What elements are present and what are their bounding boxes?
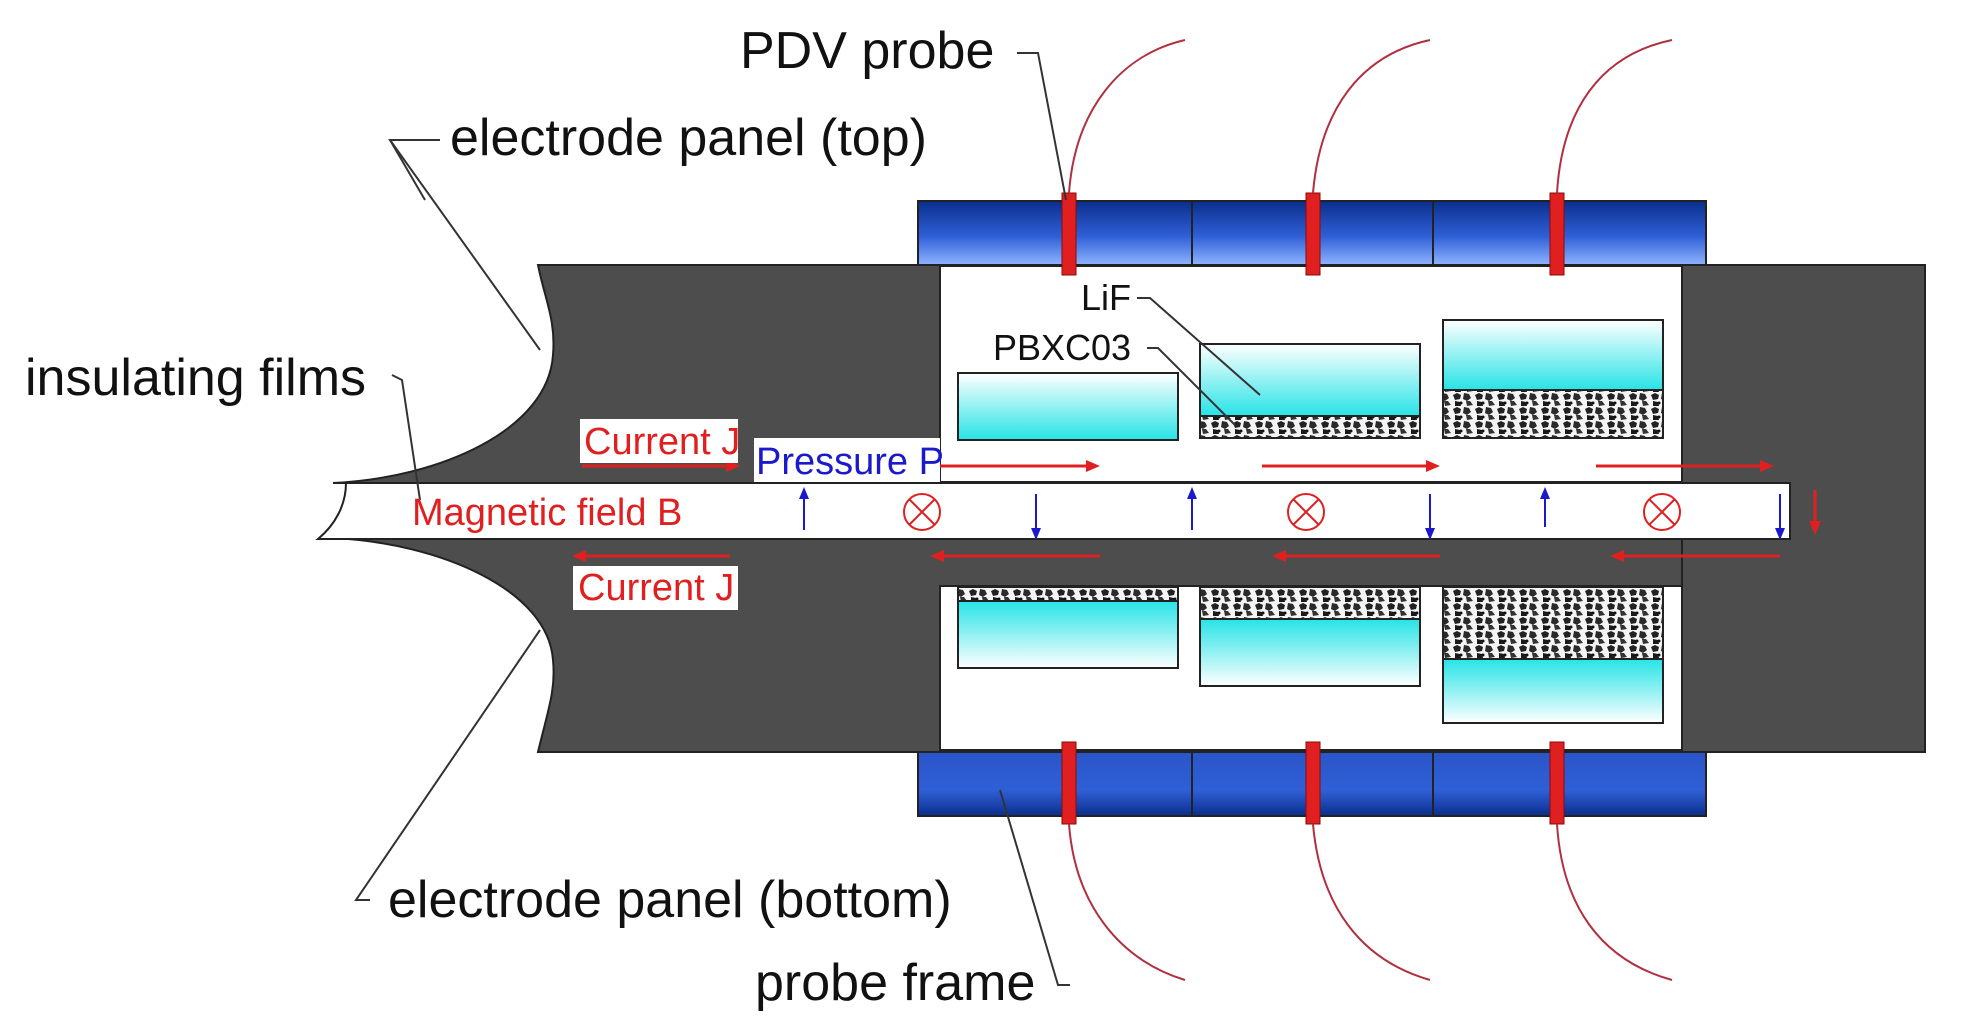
lower-samples <box>957 586 1664 724</box>
bottom-frame-block-3 <box>1432 751 1707 817</box>
lower-pbx-3 <box>1442 586 1664 660</box>
leader-lines <box>354 52 1261 986</box>
pressure-down-head-1 <box>1031 528 1041 540</box>
label-probe-frame: probe frame <box>755 954 1035 1012</box>
fiber-top-1 <box>1068 39 1186 194</box>
pressure-up-head-3 <box>1540 487 1550 499</box>
upper-pbx-2 <box>1199 415 1421 439</box>
optical-fibers <box>1068 39 1673 981</box>
lower-lif-1 <box>957 600 1179 669</box>
fiber-bottom-1 <box>1068 823 1186 981</box>
pdv-probe-top-3 <box>1549 192 1565 276</box>
leader-probe-frame <box>999 789 1070 986</box>
current-arrowhead-top-3 <box>1426 460 1440 472</box>
label-current-bottom: Current J <box>578 567 734 609</box>
upper-samples <box>957 319 1664 441</box>
pressure-up-head-1 <box>799 487 809 499</box>
fiber-top-3 <box>1556 39 1673 194</box>
label-pressure-bg <box>754 438 940 482</box>
magnetic-field-into-page-icon <box>1643 493 1681 531</box>
magnetic-field-symbols <box>903 493 1681 531</box>
top-frame-block-1 <box>917 200 1193 266</box>
pdv-probe-bottom-2 <box>1305 741 1321 825</box>
pdv-probe-bottom-1 <box>1061 741 1077 825</box>
lower-pbx-2 <box>1199 586 1421 620</box>
pressure-arrows <box>799 487 1785 540</box>
magnetic-field-into-page-icon <box>903 493 941 531</box>
label-magnetic-field: Magnetic field B <box>412 492 682 534</box>
pressure-down-head-3 <box>1775 528 1785 540</box>
current-arrowhead-top-4 <box>1760 460 1774 472</box>
fiber-bottom-3 <box>1556 823 1673 981</box>
pressure-down-head-2 <box>1425 528 1435 540</box>
insulating-film <box>315 482 1791 540</box>
upper-lif-3 <box>1442 319 1664 391</box>
leader-lif <box>1137 297 1261 396</box>
current-arrowhead-right-down <box>1809 521 1821 535</box>
leader-electrode-bottom <box>354 629 541 901</box>
pdv-probe-top-1 <box>1061 192 1077 276</box>
lower-lif-2 <box>1199 618 1421 687</box>
bottom-probe-frame <box>917 751 1707 817</box>
label-lif: LiF <box>1081 277 1131 318</box>
bottom-frame-block-1 <box>917 751 1193 817</box>
pdv-probe-bottom-3 <box>1549 741 1565 825</box>
leader-electrode-top <box>388 139 541 351</box>
label-current-bottom-bg <box>573 566 738 610</box>
label-current-top: Current J <box>584 421 740 463</box>
pressure-up-head-2 <box>1187 487 1197 499</box>
magnetic-field-into-page-icon <box>1287 493 1325 531</box>
current-arrowhead-top-2 <box>1086 460 1100 472</box>
lower-pbx-1 <box>957 586 1179 602</box>
label-pressure: Pressure P <box>756 441 944 483</box>
label-electrode-top: electrode panel (top) <box>450 109 927 167</box>
leader-pbxc03 <box>1147 347 1236 426</box>
pdv-probe-top-2 <box>1305 192 1321 276</box>
upper-lif-1 <box>957 372 1179 441</box>
current-arrowhead-bottom-3 <box>1272 550 1286 562</box>
fiber-bottom-2 <box>1312 823 1431 981</box>
lower-lif-3 <box>1442 658 1664 724</box>
current-arrowhead-bottom-1 <box>572 550 586 562</box>
label-current-top-bg <box>580 419 738 463</box>
current-arrowhead-bottom-2 <box>930 550 944 562</box>
label-pbxc03: PBXC03 <box>993 327 1131 368</box>
leader-insulating-films <box>391 374 421 501</box>
label-electrode-bottom: electrode panel (bottom) <box>388 871 952 929</box>
label-insulating-films: insulating films <box>25 349 366 407</box>
leader-electrode-top-2 <box>389 139 426 201</box>
fiber-top-2 <box>1312 39 1431 194</box>
top-frame-block-3 <box>1432 200 1707 266</box>
current-arrowhead-bottom-4 <box>1610 550 1624 562</box>
upper-lif-2 <box>1199 343 1421 417</box>
label-pdv-probe: PDV probe <box>740 22 994 80</box>
upper-pbx-3 <box>1442 389 1664 439</box>
leader-pdv-probe <box>1017 52 1067 201</box>
